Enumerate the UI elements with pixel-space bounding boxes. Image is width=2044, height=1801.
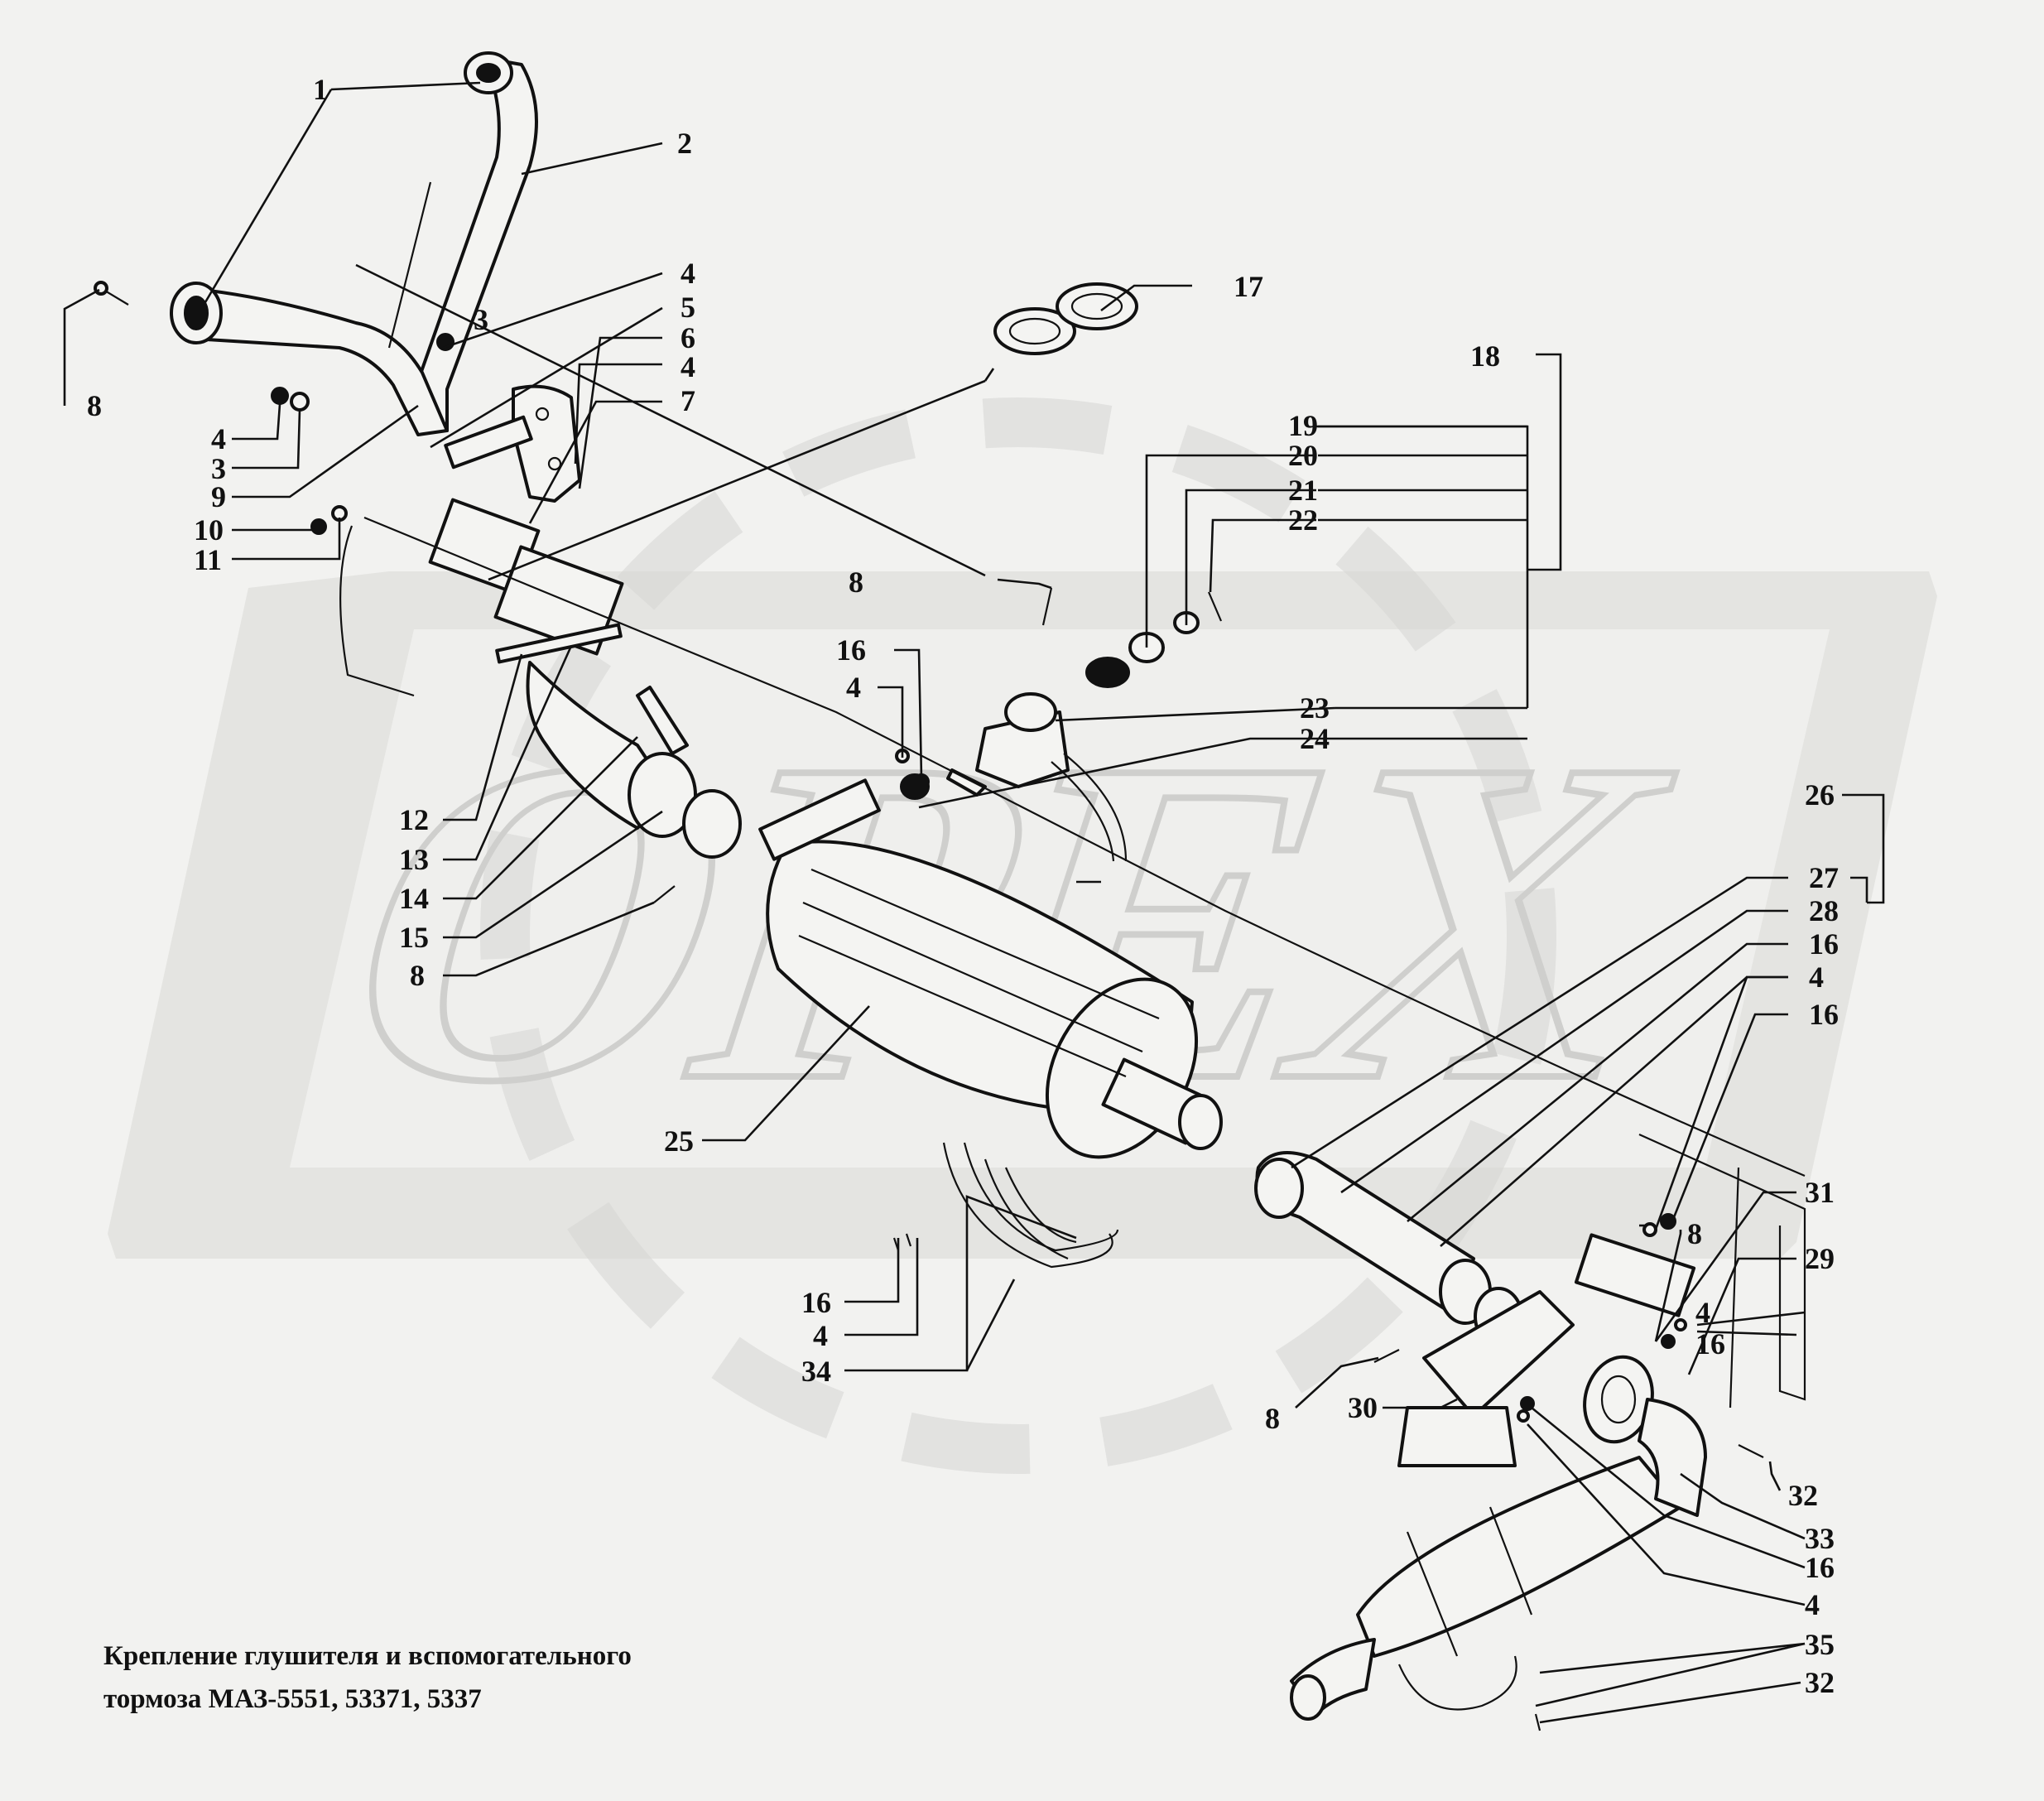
callout-8a: 8	[87, 389, 102, 422]
caption-line-1: Крепление глушителя и вспомогательного	[103, 1641, 632, 1671]
exhaust-parts	[94, 51, 1806, 1731]
callout-16f: 16	[1805, 1551, 1835, 1584]
straps-34	[942, 1142, 1119, 1269]
callout-4f: 4	[1695, 1296, 1710, 1329]
callout-7: 7	[681, 384, 695, 417]
callout-2: 2	[677, 127, 692, 160]
downpipe-y	[170, 51, 538, 436]
tail-muffler	[1290, 1398, 1707, 1721]
callout-4h: 4	[1805, 1588, 1820, 1621]
callout-19: 19	[1288, 409, 1318, 442]
caption-line-2: тормоза МАЗ-5551, 53371, 5337	[103, 1684, 482, 1714]
callout-26: 26	[1805, 778, 1835, 811]
callout-11: 11	[194, 543, 222, 576]
bracket-plate	[512, 384, 581, 503]
callout-8d: 8	[1687, 1217, 1702, 1250]
callout-29: 29	[1805, 1242, 1835, 1275]
callout-23: 23	[1300, 691, 1330, 725]
callout-1: 1	[313, 73, 328, 106]
callout-20: 20	[1288, 439, 1318, 472]
callout-16c: 16	[1809, 998, 1839, 1031]
callout-35: 35	[1805, 1628, 1835, 1661]
callout-21: 21	[1288, 474, 1318, 507]
callout-18: 18	[1470, 339, 1500, 373]
callout-8b: 8	[849, 566, 863, 599]
callout-9: 9	[211, 480, 226, 513]
callout-14: 14	[399, 882, 429, 915]
callout-17: 17	[1234, 270, 1263, 303]
callout-16b: 16	[1809, 927, 1839, 961]
muffler-main	[766, 840, 1223, 1159]
callout-8c: 8	[410, 959, 425, 992]
callout-32b: 32	[1805, 1666, 1835, 1699]
callout-33: 33	[1805, 1522, 1835, 1555]
callout-4d: 4	[846, 671, 861, 704]
callout-24: 24	[1300, 722, 1330, 755]
callout-12: 12	[399, 803, 429, 836]
callout-4b: 4	[681, 350, 695, 383]
callout-5: 5	[681, 291, 695, 324]
callout-10: 10	[194, 513, 224, 547]
callout-6: 6	[681, 321, 695, 354]
callout-28: 28	[1809, 894, 1839, 927]
callout-16d: 16	[1695, 1327, 1725, 1360]
callout-32a: 32	[1788, 1479, 1818, 1512]
frame-rail	[339, 516, 1806, 1409]
caption: Крепление глушителя и вспомогательного т…	[103, 1641, 632, 1714]
mount-bracket	[1397, 1233, 1696, 1467]
callout-8e: 8	[1265, 1402, 1280, 1435]
leader-lines	[63, 81, 1885, 1724]
fasteners	[94, 281, 1764, 1731]
callout-3b: 3	[211, 452, 226, 485]
callout-3a: 3	[474, 303, 488, 336]
callout-4c: 4	[211, 422, 226, 455]
callout-13: 13	[399, 843, 429, 876]
muffler-brackets	[758, 692, 1128, 862]
callout-22: 22	[1288, 503, 1318, 537]
callout-4g: 4	[813, 1319, 828, 1352]
callout-25: 25	[664, 1124, 694, 1158]
callout-31: 31	[1805, 1176, 1835, 1209]
callout-30: 30	[1348, 1391, 1378, 1424]
callout-15: 15	[399, 921, 429, 954]
watermark-gear	[480, 397, 1556, 1474]
callouts: 1 2 4 3 5 6 4 7 8 4 3 9 10 11 17 18 19 2…	[87, 73, 1839, 1699]
callout-16e: 16	[801, 1286, 831, 1319]
callout-4a: 4	[681, 257, 695, 290]
callout-34: 34	[801, 1355, 831, 1388]
callout-16a: 16	[836, 633, 866, 667]
brake-housing	[428, 498, 742, 859]
callout-4e: 4	[1809, 961, 1824, 994]
callout-27: 27	[1809, 861, 1839, 894]
